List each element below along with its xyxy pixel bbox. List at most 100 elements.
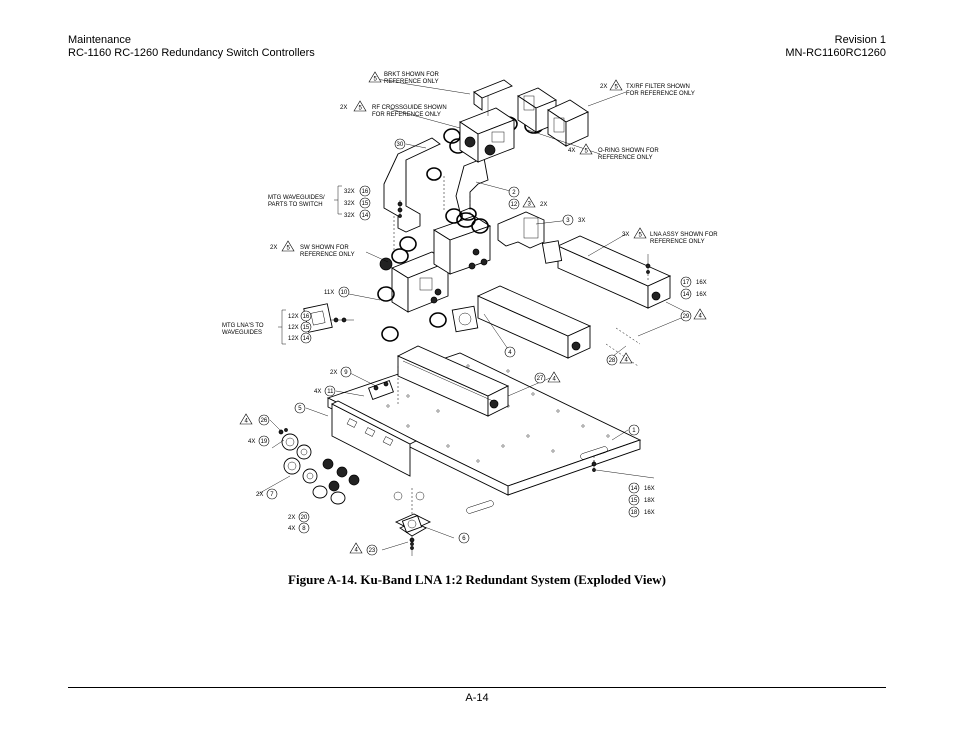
callout-14-a: 14 — [362, 213, 369, 219]
callout-18: 18 — [631, 510, 638, 516]
qty-12x-16: 12X — [288, 314, 299, 320]
header-doc-number: MN-RC1160RC1260 — [785, 47, 886, 59]
callout-4-23: 4 — [355, 548, 359, 554]
qty-4x-oring: 4X — [568, 148, 575, 154]
callout-14-d: 14 — [631, 486, 638, 492]
qty-4x-19: 4X — [248, 439, 255, 445]
front-bracket — [331, 400, 417, 477]
callout-15-a: 15 — [362, 201, 369, 207]
callout-bubble — [508, 186, 520, 198]
callout-bubble — [294, 402, 306, 414]
note-triangle — [281, 240, 295, 252]
qty-12x-15: 12X — [288, 325, 299, 331]
callout-1: 1 — [632, 428, 636, 434]
callout-9: 9 — [344, 370, 348, 376]
qty-11x-10: 11X — [324, 290, 334, 296]
waveguide-bend-2 — [455, 157, 489, 213]
callout-11: 11 — [327, 389, 334, 395]
callout-bubble — [562, 214, 574, 226]
callout-4-29: 4 — [699, 314, 703, 320]
callout-bubble — [338, 286, 350, 298]
callout-29: 29 — [683, 314, 690, 320]
callout-3: 3 — [566, 218, 570, 224]
callout-bubble — [628, 494, 640, 506]
callout-30: 30 — [397, 142, 404, 148]
qty-18x-15: 18X — [644, 498, 655, 504]
fastener-stack-switch — [397, 200, 403, 218]
note-triangle — [693, 308, 707, 320]
callout-5-bracket: 5 — [298, 406, 302, 412]
qty-16x-14: 16X — [696, 292, 707, 298]
note-mtg-lnas-line2: WAVEGUIDES — [222, 330, 262, 336]
callout-15-d: 15 — [631, 498, 638, 504]
qty-2x-9: 2X — [330, 370, 337, 376]
exploded-view-figure: 5 BRKT SHOWN FOR REFERENCE ONLY 2X 5 TX/… — [208, 66, 740, 570]
note-mtg-lnas-line1: MTG LNA'S TO — [222, 323, 264, 329]
callout-bubble — [606, 354, 618, 366]
callout-15-b: 15 — [303, 325, 310, 331]
rf-crossguide — [459, 107, 515, 163]
callout-bubble — [266, 488, 278, 500]
qty-16x-18: 16X — [644, 510, 655, 516]
callout-bubble — [300, 321, 312, 333]
fastener-stack-base — [591, 460, 597, 472]
switch-lower — [379, 251, 449, 313]
note-crossguide-line1: RF CROSSGUIDE SHOWN — [372, 105, 447, 111]
header-right: Revision 1 MN-RC1160RC1260 — [785, 34, 886, 60]
lna-assembly-upper — [541, 235, 672, 309]
callout-bubble — [298, 511, 310, 523]
callout-14-b: 14 — [683, 292, 690, 298]
callout-5-filter: 5 — [615, 85, 619, 91]
callout-23: 23 — [369, 548, 376, 554]
bottom-mount — [393, 486, 432, 556]
callout-5-lna: 5 — [639, 233, 643, 239]
fastener-stack-lna — [645, 254, 651, 274]
callout-5-crossguide: 5 — [359, 106, 363, 112]
callout-bubble — [298, 522, 310, 534]
callout-bubble — [680, 288, 692, 300]
qty-4x-11: 4X — [314, 389, 321, 395]
qty-4x-8: 4X — [288, 526, 295, 532]
note-lna-line2: REFERENCE ONLY — [650, 239, 705, 245]
callout-bubble — [340, 366, 352, 378]
qty-2x-crossguide: 2X — [340, 105, 347, 111]
callout-bubble — [458, 532, 470, 544]
qty-3x-lna: 3X — [622, 232, 629, 238]
waveguide-bend-30 — [383, 137, 441, 233]
brace-mtg-lnas — [278, 309, 286, 345]
callout-19: 19 — [261, 439, 268, 445]
note-triangle — [349, 542, 363, 554]
note-triangle — [579, 143, 593, 155]
callout-bubble — [508, 198, 520, 210]
callout-26: 26 — [261, 418, 268, 424]
callout-5-sw: 5 — [287, 246, 291, 252]
note-filter-line2: FOR REFERENCE ONLY — [626, 91, 695, 97]
note-oring-line2: REFERENCE ONLY — [598, 155, 653, 161]
page-number: A-14 — [465, 692, 489, 704]
note-sw-line1: SW SHOWN FOR — [300, 245, 349, 251]
callout-5-oring: 5 — [585, 149, 589, 155]
callout-28: 28 — [609, 358, 616, 364]
callout-17: 17 — [683, 280, 690, 286]
qty-2x-sw: 2X — [270, 245, 277, 251]
header-section: Maintenance — [68, 34, 131, 46]
header-revision: Revision 1 — [834, 34, 886, 46]
qty-12x-14: 12X — [288, 336, 299, 342]
qty-2x-20: 2X — [288, 515, 295, 521]
callout-16-b: 16 — [303, 314, 310, 320]
callout-4: 4 — [508, 350, 512, 356]
callout-4-28: 4 — [625, 358, 629, 364]
callout-8: 8 — [302, 526, 306, 532]
callout-bubble — [628, 506, 640, 518]
figure-caption: Figure A-14. Ku-Band LNA 1:2 Redundant S… — [288, 572, 666, 587]
qty-2x-7: 2X — [256, 492, 263, 498]
note-triangle — [368, 71, 382, 83]
qty-32x-14: 32X — [344, 213, 355, 219]
footer-divider — [68, 687, 886, 688]
callout-bubble — [324, 385, 336, 397]
callout-5-brkt: 5 — [374, 77, 378, 83]
qty-3x-3: 3X — [578, 218, 585, 224]
callout-4-27: 4 — [553, 377, 557, 383]
tx-rf-filter — [517, 87, 589, 147]
callout-bubble — [680, 310, 692, 322]
